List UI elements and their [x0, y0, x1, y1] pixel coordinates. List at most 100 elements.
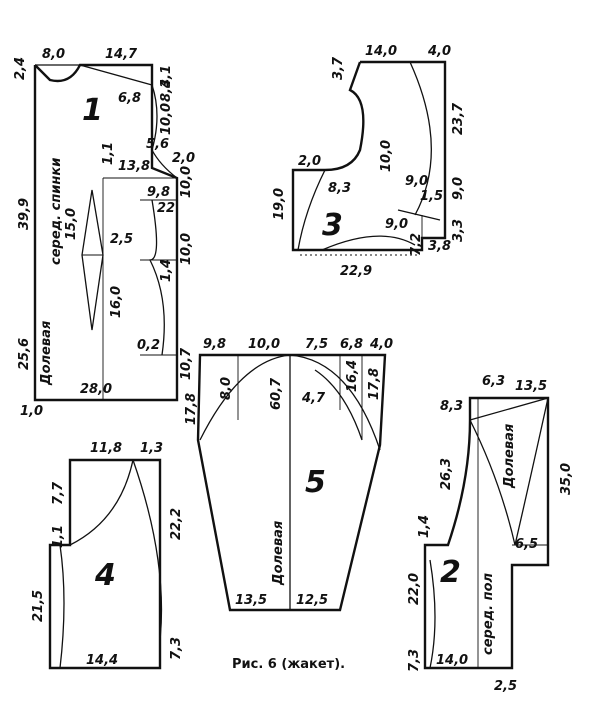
piece-3-dim-3-3: 3,3 — [451, 219, 466, 242]
piece-1-armhole — [151, 84, 178, 179]
piece-1-dim-bottom: 28,0 — [80, 382, 112, 397]
piece-4-dim-11-8: 11,8 — [90, 441, 122, 456]
piece-4-armhole — [69, 459, 134, 546]
piece-2-dim-6-3: 6,3 — [482, 374, 505, 389]
piece-3-outline — [291, 60, 447, 252]
piece-5-under-curve — [314, 369, 363, 441]
piece-1-dim-22: 22 — [157, 201, 175, 216]
piece-1-dim-13-8: 13,8 — [118, 159, 150, 174]
piece-2-label-grain: Долевая — [502, 424, 517, 489]
piece-4-side: 4 11,8 1,3 7,7 22,2 1,1 21,5 7,3 14,4 — [31, 441, 184, 670]
piece-5-dim-4-0: 4,0 — [369, 337, 393, 352]
piece-1-dim-16-0: 16,0 — [109, 286, 124, 318]
piece-5-outline — [196, 353, 387, 612]
piece-4-side-curve — [132, 459, 163, 641]
piece-1-label-center-back: серед. спинки — [49, 158, 64, 265]
piece-1-outline — [33, 63, 179, 402]
piece-5-sleeve: 5 9,8 10,0 7,5 6,8 4,0 8,0 60,7 4,7 16,4… — [184, 337, 393, 612]
piece-3-dim-22-9: 22,9 — [340, 264, 372, 279]
piece-3-dim-4-0: 4,0 — [427, 44, 451, 59]
piece-1-dim-6-8: 6,8 — [118, 91, 141, 106]
piece-1-dim-10-0a: 10,0 — [179, 166, 194, 198]
piece-4-dim-1-3: 1,3 — [140, 441, 163, 456]
piece-5-dim-7-5: 7,5 — [305, 337, 328, 352]
piece-1-dim-top-right: 14,7 — [105, 47, 138, 62]
piece-5-number: 5 — [305, 465, 326, 500]
piece-1-dim-1-1: 1,1 — [101, 142, 116, 165]
piece-5-dim-16-4: 16,4 — [345, 360, 360, 392]
piece-5-dim-10-0: 10,0 — [248, 337, 280, 352]
piece-1-dim-1-4: 1,4 — [159, 259, 174, 282]
piece-3-notch-line — [397, 209, 441, 221]
piece-1-dim-bottom-left: 1,0 — [20, 404, 43, 419]
piece-5-dim-9-8: 9,8 — [203, 337, 226, 352]
piece-3-dim-9-0c: 9,0 — [385, 217, 408, 232]
piece-5-label-grain: Долевая — [271, 521, 286, 586]
piece-4-dim-22-2: 22,2 — [169, 508, 184, 540]
piece-5-dim-17-8b: 17,8 — [184, 393, 199, 425]
piece-3-dim-8-3: 8,3 — [328, 181, 351, 196]
piece-2-dim-8-3: 8,3 — [440, 399, 463, 414]
piece-3-dim-19-0: 19,0 — [272, 188, 287, 220]
piece-4-dim-7-7: 7,7 — [51, 481, 66, 505]
piece-2-front: 2 8,3 6,3 13,5 26,3 35,0 1,4 6,5 22,0 7,… — [407, 374, 574, 694]
piece-3-yoke: 3 3,7 14,0 4,0 23,7 10,0 2,0 8,3 19,0 9,… — [272, 44, 466, 279]
piece-4-front-curve — [59, 544, 65, 669]
piece-1-dim-8-3: 8,3 — [159, 79, 174, 102]
piece-1-dim-left-top: 2,4 — [13, 57, 28, 80]
piece-3-dim-3-8: 3,8 — [428, 239, 451, 254]
piece-5-dim-13-5: 13,5 — [235, 593, 267, 608]
piece-1-dim-10-7: 10,7 — [179, 347, 194, 380]
piece-2-dim-2-5: 2,5 — [494, 679, 517, 694]
piece-1-dim-15-0: 15,0 — [64, 208, 79, 240]
piece-3-dim-9-0b: 9,0 — [451, 177, 466, 200]
piece-2-shoulder — [469, 397, 549, 421]
piece-1-dim-left-main: 39,9 — [17, 198, 32, 230]
piece-1-dim-10-0b: 10,0 — [179, 233, 194, 265]
piece-1-dim-top-left: 8,0 — [42, 47, 65, 62]
piece-3-inner-curve — [297, 169, 326, 251]
piece-1-dim-2-5: 2,5 — [110, 232, 133, 247]
piece-5-dim-6-8: 6,8 — [340, 337, 363, 352]
piece-1-dim-10-0: 10,0 — [159, 103, 174, 135]
piece-2-dim-1-4: 1,4 — [417, 515, 432, 538]
piece-3-bottom-curve — [321, 235, 416, 251]
piece-2-dim-26-3: 26,3 — [439, 458, 454, 490]
piece-2-number: 2 — [440, 555, 461, 590]
piece-2-outline — [423, 396, 550, 670]
piece-1-label-grain: Долевая — [39, 321, 54, 386]
piece-5-dim-4-7: 4,7 — [301, 391, 326, 406]
piece-3-dim-10-0: 10,0 — [379, 140, 394, 172]
piece-3-dim-3-7: 3,7 — [331, 56, 346, 80]
piece-4-number: 4 — [94, 558, 116, 593]
piece-2-dart-left — [469, 419, 516, 546]
piece-3-dim-7-2: 7,2 — [409, 233, 424, 256]
piece-1-dim-0-2: 0,2 — [137, 338, 160, 353]
piece-3-dim-9-0a: 9,0 — [405, 174, 428, 189]
piece-1-dim-2-0: 2,0 — [172, 151, 195, 166]
piece-5-dim-60-7: 60,7 — [269, 377, 284, 410]
piece-2-dart-right — [514, 397, 549, 546]
piece-3-dim-2-0: 2,0 — [298, 154, 321, 169]
figure-caption: Рис. 6 (жакет). — [232, 657, 345, 672]
piece-4-dim-21-5: 21,5 — [31, 590, 46, 622]
piece-3-dim-14-0: 14,0 — [365, 44, 397, 59]
piece-2-dim-22-0: 22,0 — [407, 573, 422, 605]
piece-2-dim-35-0: 35,0 — [559, 463, 574, 495]
piece-5-dim-12-5: 12,5 — [296, 593, 328, 608]
piece-2-dim-6-5: 6,5 — [515, 537, 538, 552]
piece-1-dim-5-6: 5,6 — [146, 137, 169, 152]
piece-2-label-center-front: серед. пол — [481, 572, 496, 655]
piece-1-dim-left-lower: 25,6 — [17, 338, 32, 370]
piece-1-number: 1 — [82, 93, 103, 128]
piece-1-back: 1 8,0 14,7 2,4 4,1 6,8 10,0 8,3 5,6 1,1 … — [13, 47, 195, 419]
piece-3-dim-1-5: 1,5 — [420, 189, 443, 204]
piece-2-dim-7-3: 7,3 — [407, 649, 422, 672]
piece-2-front-curve — [429, 559, 436, 669]
piece-1-dim-9-8: 9,8 — [147, 185, 170, 200]
piece-3-curve — [409, 61, 432, 216]
piece-1-dart — [81, 189, 104, 331]
piece-3-dim-23-7: 23,7 — [451, 102, 466, 135]
piece-5-dim-17-8: 17,8 — [367, 368, 382, 400]
